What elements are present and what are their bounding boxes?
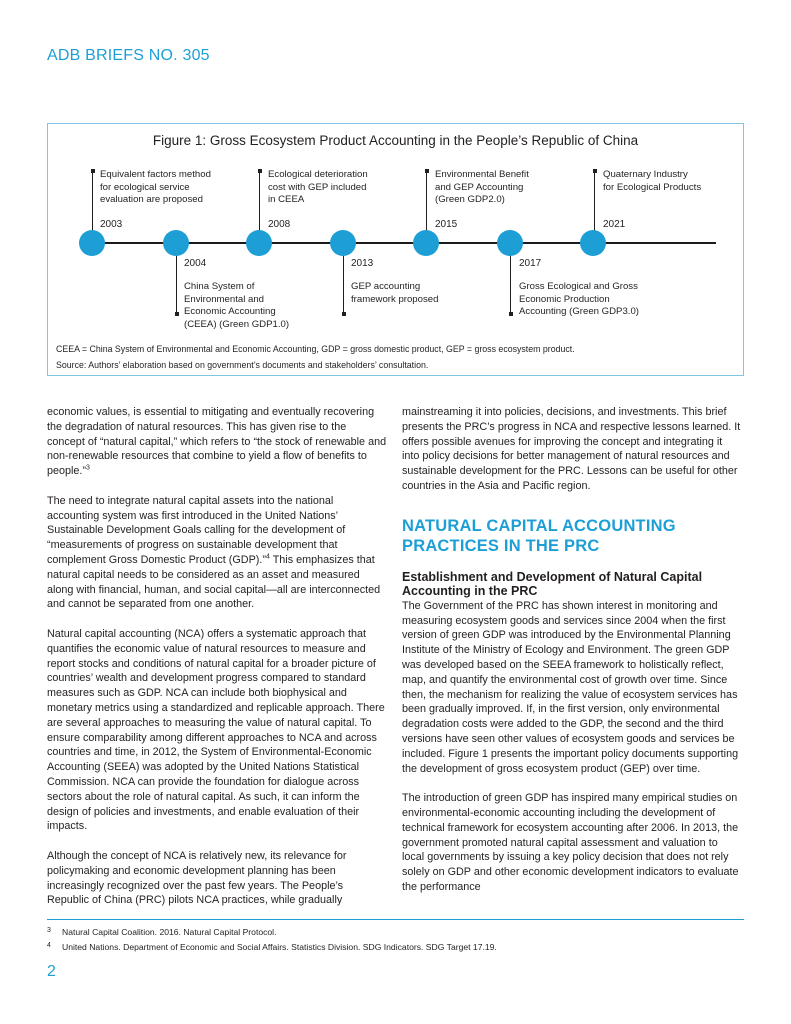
event-stem	[92, 173, 93, 231]
timeline-node-2021	[580, 230, 606, 256]
event-2013-text: GEP accounting framework proposed	[351, 281, 439, 305]
event-marker	[91, 169, 95, 173]
event-2008-text: Ecological deterioration cost with GEP i…	[268, 169, 368, 205]
figure-title: Figure 1: Gross Ecosystem Product Accoun…	[152, 133, 639, 148]
event-2021-text: Quaternary Industry for Ecological Produ…	[603, 169, 702, 193]
paragraph: economic values, is essential to mitigat…	[47, 406, 387, 478]
event-2017-year: 2017	[519, 258, 542, 269]
page-number: 2	[47, 963, 56, 980]
figure-abbreviations: CEEA = China System of Environmental and…	[56, 344, 575, 354]
footnote-ref: 4	[266, 553, 270, 561]
event-stem	[510, 254, 511, 314]
timeline-node-2004	[163, 230, 189, 256]
paragraph: Natural capital accounting (NCA) offers …	[47, 627, 385, 833]
figure-source: Source: Authors’ elaboration based on go…	[56, 360, 429, 370]
event-marker	[593, 169, 597, 173]
timeline-node-2017	[497, 230, 523, 256]
event-2004-year: 2004	[184, 258, 207, 269]
timeline-node-2008	[246, 230, 272, 256]
event-2004-text: China System of Environmental and Econom…	[184, 281, 290, 330]
footnote-divider	[47, 919, 744, 920]
brief-header: ADB BRIEFS NO. 305	[47, 47, 210, 64]
event-stem	[259, 173, 260, 231]
event-2008-year: 2008	[268, 219, 291, 230]
timeline-node-2015	[413, 230, 439, 256]
event-stem	[594, 173, 595, 231]
event-marker	[425, 169, 429, 173]
event-marker	[342, 312, 346, 316]
footnote-ref: 3	[86, 464, 90, 472]
paragraph: The Government of the PRC has shown inte…	[402, 599, 739, 775]
event-stem	[426, 173, 427, 231]
left-column: economic values, is essential to mitigat…	[47, 405, 387, 923]
event-2003-year: 2003	[100, 219, 123, 230]
event-marker	[258, 169, 262, 173]
event-stem	[176, 254, 177, 314]
paragraph: Although the concept of NCA is relativel…	[47, 849, 347, 907]
paragraph: The need to integrate natural capital as…	[47, 494, 381, 611]
event-marker	[175, 312, 179, 316]
subsection-heading: Establishment and Development of Natural…	[402, 569, 703, 599]
event-2003-text: Equivalent factors method for ecological…	[100, 169, 211, 205]
right-column: mainstreaming it into policies, decision…	[402, 405, 742, 910]
figure-1: Figure 1: Gross Ecosystem Product Accoun…	[47, 123, 744, 376]
event-2015-text: Environmental Benefit and GEP Accounting…	[435, 169, 529, 205]
event-marker	[509, 312, 513, 316]
timeline-node-2003	[79, 230, 105, 256]
event-2013-year: 2013	[351, 258, 374, 269]
event-2015-year: 2015	[435, 219, 458, 230]
event-2021-year: 2021	[603, 219, 626, 230]
event-stem	[343, 254, 344, 314]
paragraph: The introduction of green GDP has inspir…	[402, 792, 739, 893]
timeline-axis	[88, 242, 716, 244]
timeline-node-2013	[330, 230, 356, 256]
paragraph: mainstreaming it into policies, decision…	[402, 406, 741, 492]
section-heading: NATURAL CAPITAL ACCOUNTING PRACTICES IN …	[402, 516, 676, 555]
event-2017-text: Gross Ecological and Gross Economic Prod…	[519, 281, 639, 317]
